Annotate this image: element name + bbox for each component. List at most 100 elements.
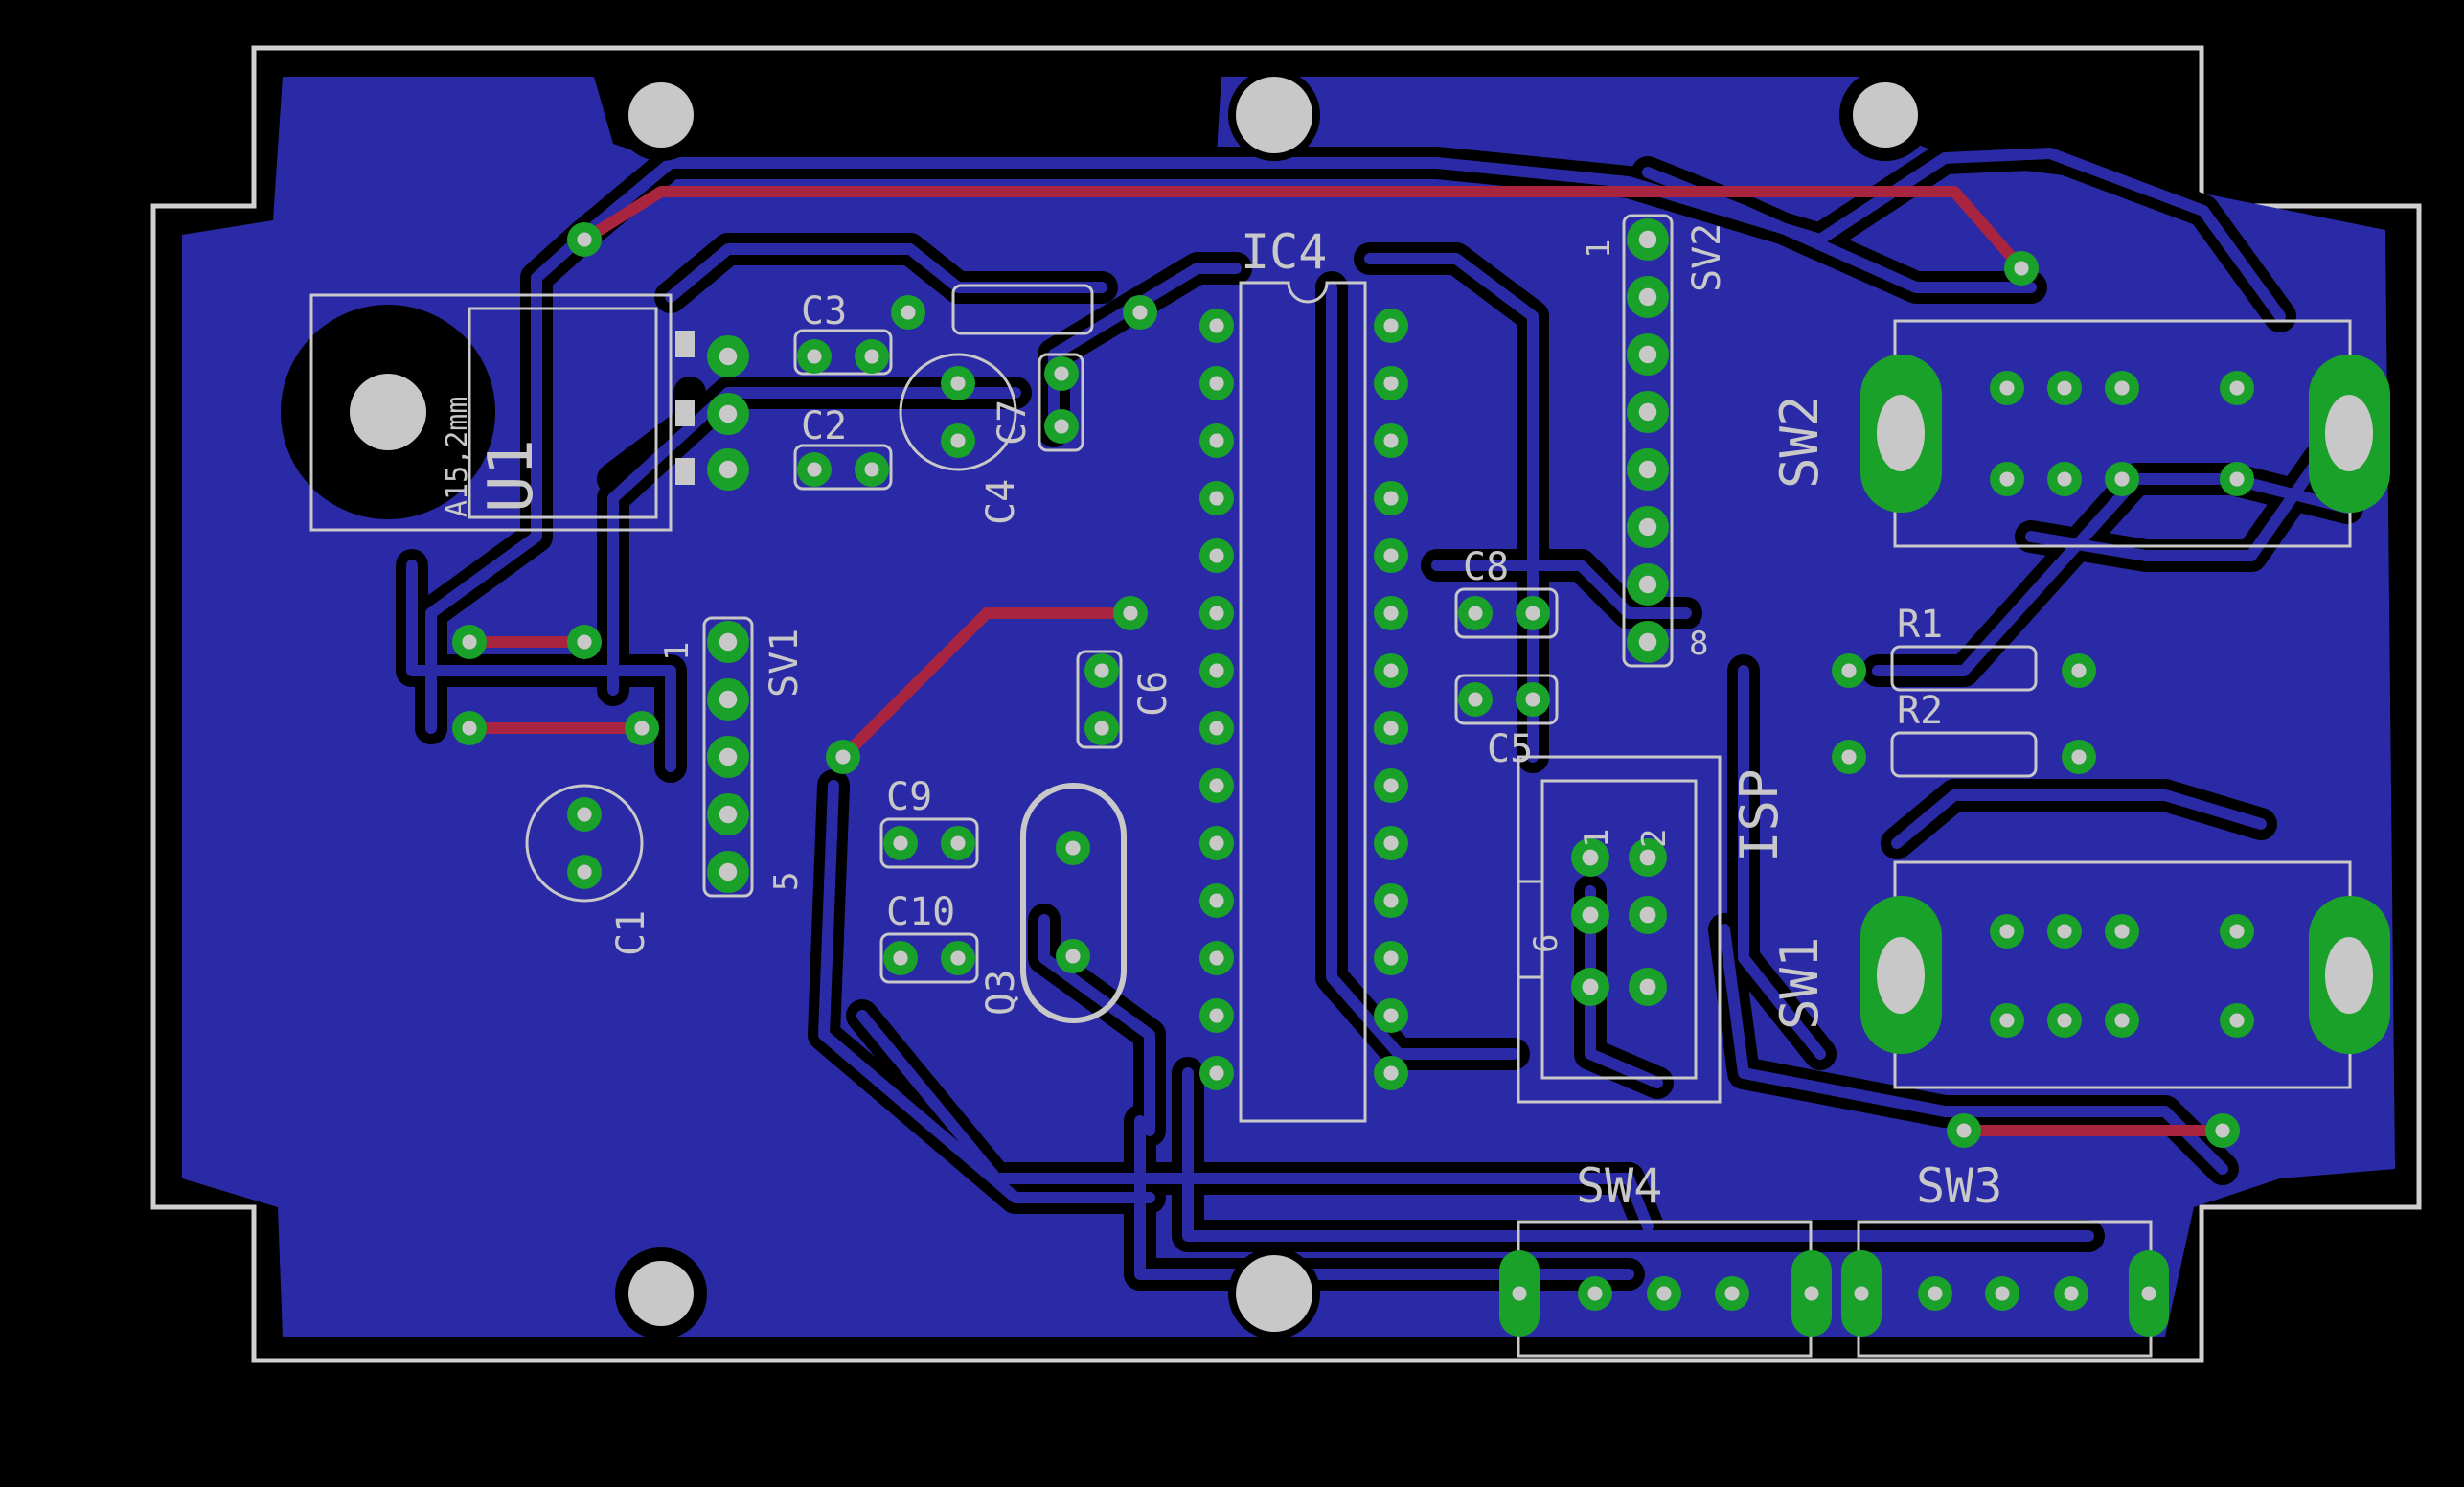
pad-drill	[577, 864, 592, 880]
pad-drill	[1209, 491, 1224, 506]
pad-drill	[1123, 606, 1138, 621]
pad-drill	[577, 232, 592, 247]
pad-drill	[1956, 1123, 1972, 1138]
pad-drill	[1209, 721, 1224, 736]
label-ic4: IC4	[1241, 224, 1327, 280]
label-sv1-pin1: 1	[658, 642, 696, 661]
pad-drill	[2114, 471, 2130, 487]
pad-drill	[1054, 419, 1069, 434]
label-c5: C5	[1487, 727, 1533, 771]
pad-drill	[2057, 1013, 2072, 1028]
pad-drill	[462, 634, 477, 650]
ic4-package	[1239, 281, 1367, 1123]
pad-drill	[1383, 778, 1399, 793]
label-sw4: SW4	[1576, 1158, 1662, 1214]
pad-drill	[1209, 376, 1224, 391]
label-r2: R2	[1897, 689, 1943, 733]
pad-drill	[1468, 692, 1483, 707]
pad-drill	[1209, 433, 1224, 448]
pad-drill	[807, 462, 822, 477]
pad-drill	[1638, 575, 1657, 594]
pad-drill	[2014, 261, 2029, 276]
pad-drill	[577, 807, 592, 822]
top-traces	[464, 186, 2228, 1136]
pad-drill	[1525, 606, 1540, 621]
label-c1: C1	[609, 910, 653, 956]
pad-drill	[1995, 1286, 2010, 1301]
pad-drill	[1512, 1286, 1527, 1301]
pad-drill	[2114, 1013, 2130, 1028]
pad-drill	[1638, 287, 1657, 307]
pad-drill	[1854, 1286, 1869, 1301]
pad-drill	[2229, 1013, 2245, 1028]
pad-drill	[1638, 402, 1657, 422]
pad-drill	[1383, 433, 1399, 448]
pad-drill	[1209, 950, 1224, 966]
label-isp-pin2: 2	[1635, 829, 1674, 848]
pad-drill	[950, 835, 966, 851]
pad-drill	[1383, 318, 1399, 333]
pad-drill	[1639, 849, 1656, 866]
pad-drill	[1065, 840, 1081, 856]
label-u1: U1	[476, 439, 547, 513]
pad-drill	[577, 634, 592, 650]
passive-outlines	[525, 214, 2038, 1023]
pad-drill	[1656, 1286, 1672, 1301]
label-sw2: SW2	[1769, 395, 1830, 489]
pad-drill	[1928, 1286, 1943, 1301]
pad-drill	[1209, 1065, 1224, 1081]
pad-drill	[1841, 749, 1857, 765]
label-r1: R1	[1897, 603, 1943, 647]
pad-drill	[719, 862, 738, 881]
pad-drill	[1525, 692, 1540, 707]
pad-drill	[1132, 305, 1148, 320]
pad-drill	[1639, 906, 1656, 924]
label-q3: Q3	[979, 970, 1023, 1016]
pad-drill	[2064, 1286, 2079, 1301]
pad-drill	[1209, 548, 1224, 563]
pad-drill	[893, 835, 908, 851]
label-sv1-pin5: 5	[767, 872, 806, 891]
pad-drill	[1209, 663, 1224, 678]
pad-drill	[1724, 1286, 1740, 1301]
pad-drill	[1383, 1065, 1399, 1081]
pad-drill	[835, 749, 851, 765]
pad-drill	[1638, 632, 1657, 652]
pad-drill	[1383, 376, 1399, 391]
pad-drill	[1209, 318, 1224, 333]
pad-drill	[864, 462, 879, 477]
label-c9: C9	[886, 775, 932, 819]
label-c6: C6	[1131, 671, 1175, 717]
label-sv2-pin8: 8	[1689, 625, 1708, 663]
pad-drill	[893, 950, 908, 966]
label-c8: C8	[1463, 545, 1509, 589]
pad-drill	[2114, 924, 2130, 939]
label-sw3: SW3	[1916, 1158, 2002, 1214]
pad-drill	[1638, 517, 1657, 537]
pad-drill	[1209, 606, 1224, 621]
pad-drill	[1582, 906, 1599, 924]
pad-drill	[1383, 950, 1399, 966]
pad-drill	[2057, 471, 2072, 487]
pad-drill	[1999, 1013, 2015, 1028]
pad-drill	[1638, 345, 1657, 364]
pad-drill	[1582, 849, 1599, 866]
pad-drill	[1804, 1286, 1819, 1301]
pad-drill	[1209, 893, 1224, 908]
pad-drill	[2229, 380, 2245, 396]
label-sv1: SV1	[763, 629, 807, 698]
pad-drill	[1638, 460, 1657, 479]
pad-drill	[2229, 471, 2245, 487]
pad-drill	[1383, 548, 1399, 563]
pad-drill	[1383, 835, 1399, 851]
pads	[452, 218, 2254, 1311]
label-isp-pin1: 1	[1578, 829, 1616, 848]
label-sv2: SV2	[1685, 223, 1729, 292]
pad-drill	[719, 632, 738, 652]
pad-drill	[1209, 1008, 1224, 1023]
u1-regulator	[281, 293, 695, 532]
pad-drill	[2071, 749, 2087, 765]
pad-drill	[807, 349, 822, 364]
pad-drill	[634, 721, 650, 736]
pad-drill	[2057, 924, 2072, 939]
